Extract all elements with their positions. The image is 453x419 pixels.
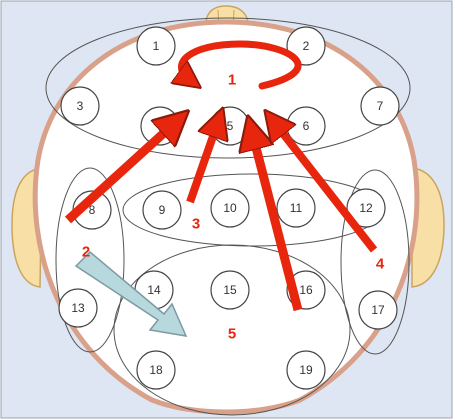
electrode-label: 18 bbox=[149, 363, 163, 377]
electrode-10: 10 bbox=[211, 189, 249, 227]
electrode-label: 10 bbox=[223, 201, 237, 215]
electrode-7: 7 bbox=[361, 87, 399, 125]
electrode-13: 13 bbox=[59, 289, 97, 327]
electrode-label: 17 bbox=[371, 303, 385, 317]
electrode-18: 18 bbox=[137, 351, 175, 389]
step-label-4: 4 bbox=[376, 256, 385, 273]
electrode-label: 6 bbox=[303, 119, 310, 133]
electrode-label: 1 bbox=[153, 39, 160, 53]
electrode-label: 3 bbox=[77, 99, 84, 113]
electrode-label: 12 bbox=[359, 201, 373, 215]
step-label-1: 1 bbox=[228, 72, 236, 89]
electrode-9: 9 bbox=[143, 191, 181, 229]
electrode-label: 2 bbox=[303, 39, 310, 53]
electrode-11: 11 bbox=[277, 189, 315, 227]
electrode-label: 7 bbox=[377, 99, 384, 113]
step-label-2: 2 bbox=[82, 244, 90, 261]
electrode-17: 17 bbox=[359, 291, 397, 329]
electrode-label: 19 bbox=[299, 363, 313, 377]
electrode-1: 1 bbox=[137, 27, 175, 65]
step-label-5: 5 bbox=[228, 326, 236, 343]
electrode-15: 15 bbox=[211, 271, 249, 309]
electrode-label: 13 bbox=[71, 301, 85, 315]
electrode-3: 3 bbox=[61, 87, 99, 125]
electrode-label: 11 bbox=[290, 201, 303, 215]
step-label-3: 3 bbox=[192, 216, 200, 233]
electrode-label: 16 bbox=[299, 283, 313, 297]
electrode-label: 15 bbox=[223, 283, 237, 297]
electrode-label: 14 bbox=[147, 283, 161, 297]
electrode-label: 5 bbox=[227, 119, 234, 133]
electrode-6: 6 bbox=[287, 107, 325, 145]
electrode-19: 19 bbox=[287, 351, 325, 389]
electrode-label: 9 bbox=[159, 203, 166, 217]
